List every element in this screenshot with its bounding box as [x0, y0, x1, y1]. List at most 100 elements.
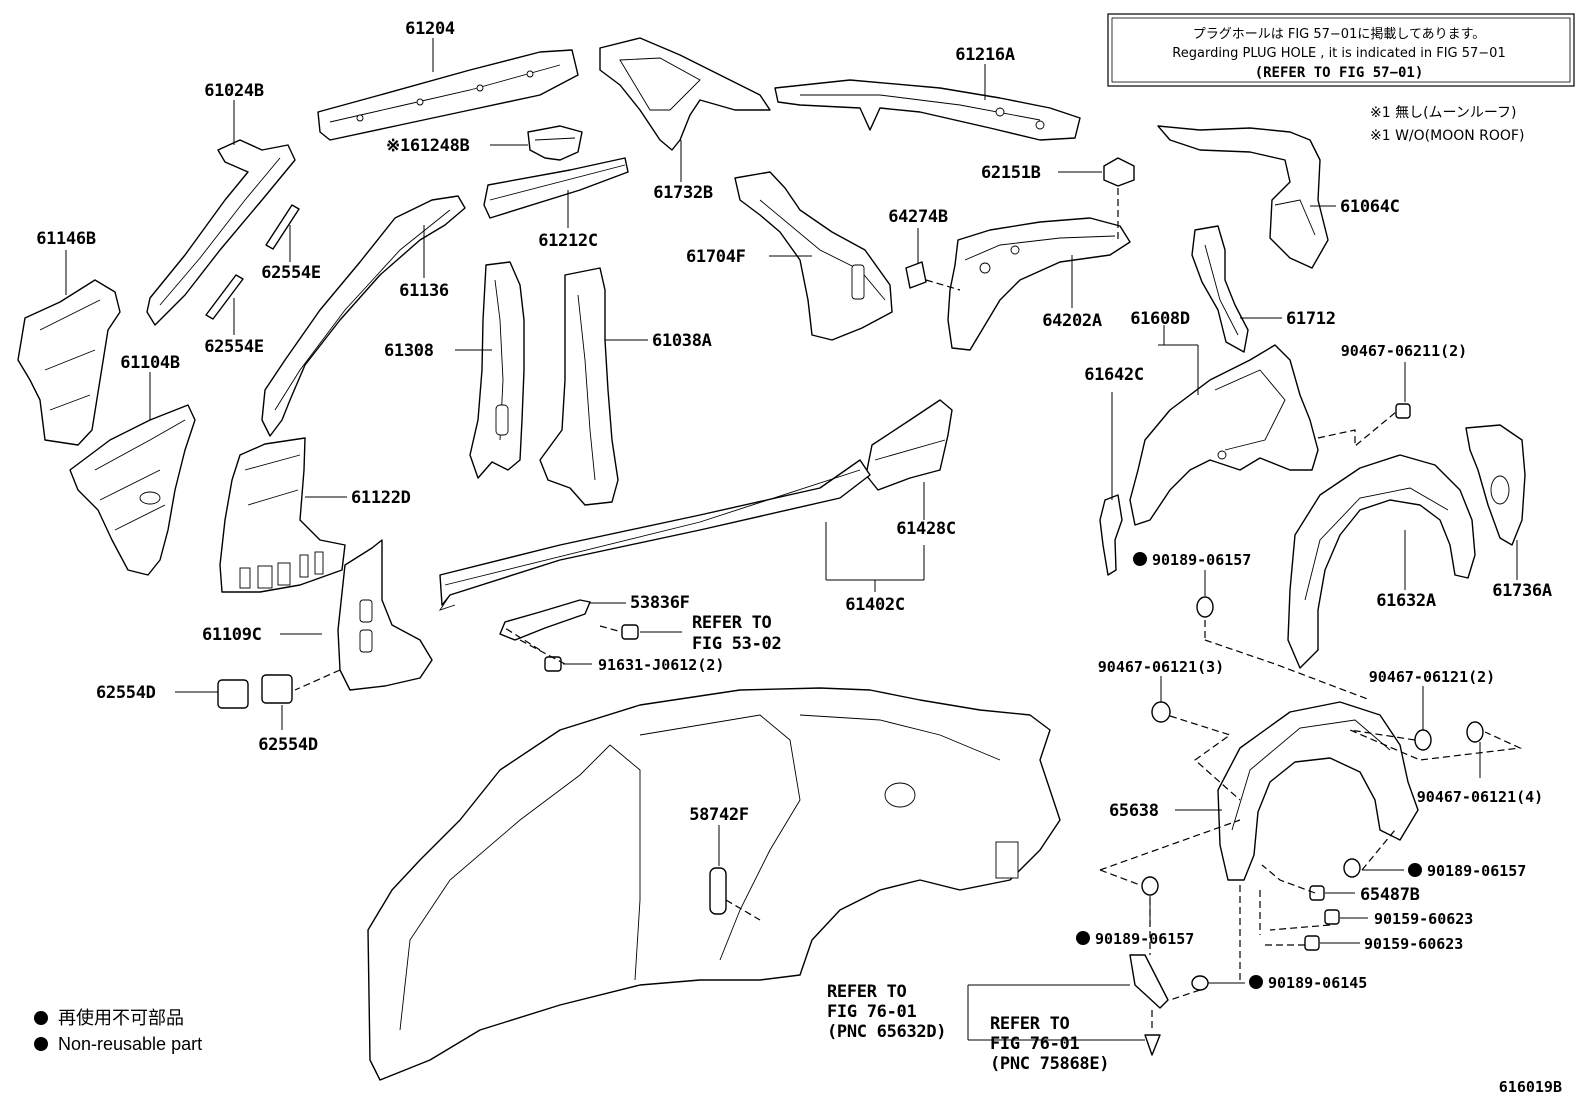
- label-53836F: 53836F: [630, 593, 690, 613]
- label-refer-53-line2: FIG 53-02: [692, 634, 781, 654]
- label-61064C: 61064C: [1340, 197, 1400, 217]
- clip-90467-06121-2: [1414, 729, 1432, 751]
- label-refer-76b-line1: REFER TO: [990, 1014, 1070, 1034]
- label-61024B: 61024B: [204, 81, 264, 101]
- part-65638-shape: [1217, 701, 1419, 881]
- label-61136: 61136: [399, 281, 449, 301]
- screw-65487B: [1309, 885, 1325, 901]
- bolt-91631-shape: [544, 656, 562, 672]
- part-65632D-shape: [1129, 954, 1169, 1009]
- screw-90159-60623-b: [1304, 935, 1320, 951]
- label-61402C: 61402C: [845, 595, 905, 615]
- label-90189-06145: 90189-06145: [1268, 974, 1367, 992]
- clip-90189-06157-b: [1343, 858, 1361, 878]
- label-61608D: 61608D: [1130, 309, 1190, 329]
- part-62554E-upper-shape: [265, 204, 300, 250]
- legend-jp: 再使用不可部品: [58, 1008, 184, 1028]
- nonreusable-mark-90189-06157-b: [1408, 863, 1422, 877]
- label-64274B: 64274B: [888, 207, 948, 227]
- label-90467-06121-4: 90467-06121(4): [1417, 788, 1543, 806]
- nonreusable-mark-90189-06157-a: [1133, 552, 1147, 566]
- part-61024B-shape: [146, 139, 296, 326]
- label-64202A: 64202A: [1042, 311, 1102, 331]
- note-line-jp: プラグホールは FIG 57−01に掲載してあります。: [1193, 26, 1486, 42]
- label-61428C: 61428C: [896, 519, 956, 539]
- part-labels: 61204 61216A 61024B ※161248B 62151B 6106…: [36, 19, 1552, 1074]
- label-62554E-2: 62554E: [204, 337, 264, 357]
- part-62151B-shape: [1103, 157, 1135, 187]
- part-61402C-shape: [438, 459, 871, 611]
- label-90159-60623-b: 90159-60623: [1364, 935, 1463, 953]
- part-61642C-shape: [1099, 494, 1123, 576]
- part-61608D-shape: [1129, 344, 1319, 526]
- part-61704F-shape: [734, 171, 893, 341]
- label-61704F: 61704F: [686, 247, 746, 267]
- part-61632A-shape: [1287, 454, 1476, 669]
- part-61064C-shape: [1157, 125, 1329, 269]
- part-62554E-lower-shape: [205, 274, 244, 320]
- legend-bullet-jp: [34, 1011, 48, 1025]
- label-61204: 61204: [405, 19, 455, 39]
- part-62554D-a-shape: [217, 679, 249, 709]
- label-refer-76a-line3: (PNC 65632D): [827, 1022, 946, 1042]
- label-61038A: 61038A: [652, 331, 712, 351]
- part-75868E-shape: [1144, 1034, 1161, 1056]
- part-90467-06211-shape: [1395, 403, 1411, 419]
- note-line-ref: (REFER TO FIG 57−01): [1255, 65, 1424, 81]
- label-61308: 61308: [384, 341, 434, 361]
- part-61712-shape: [1191, 225, 1249, 353]
- part-61308-shape: [469, 261, 525, 479]
- label-90467-06211: 90467-06211(2): [1341, 342, 1467, 360]
- plug-hole-note: プラグホールは FIG 57−01に掲載してあります。 Regarding PL…: [1107, 13, 1575, 87]
- part-61109C-shape: [337, 539, 433, 691]
- label-61212C: 61212C: [538, 231, 598, 251]
- dashed-guides: [294, 188, 1523, 1032]
- label-61712: 61712: [1286, 309, 1336, 329]
- part-61146B-shape: [17, 279, 121, 446]
- legend-bullet-en: [34, 1037, 48, 1051]
- label-refer-53-line1: REFER TO: [692, 613, 772, 633]
- nonreusable-mark-90189-06145: [1249, 975, 1263, 989]
- label-90189-06157-c: 90189-06157: [1095, 930, 1194, 948]
- note-line-en: Regarding PLUG HOLE , it is indicated in…: [1172, 46, 1505, 61]
- part-61122D-shape: [219, 437, 346, 593]
- screw-90159-60623-a: [1324, 909, 1340, 925]
- part-61204-shape: [317, 49, 579, 141]
- label-refer-76b-line2: FIG 76-01: [990, 1034, 1079, 1054]
- part-61104B-shape: [69, 404, 196, 576]
- label-91631-J0612: 91631-J0612(2): [598, 656, 724, 674]
- figure-id: 616019B: [1499, 1078, 1562, 1096]
- legend-en: Non-reusable part: [58, 1034, 202, 1054]
- clip-90189-06145: [1191, 975, 1209, 991]
- part-61136-shape: [261, 195, 466, 437]
- clip-90189-06157-a: [1196, 596, 1214, 618]
- legend: 再使用不可部品 Non-reusable part: [34, 1008, 202, 1054]
- label-61642C: 61642C: [1084, 365, 1144, 385]
- label-90467-06121-3: 90467-06121(3): [1098, 658, 1224, 676]
- label-61248B: ※161248B: [386, 136, 470, 156]
- clip-90189-06157-c: [1141, 876, 1159, 896]
- label-62554D-2: 62554D: [258, 735, 318, 755]
- label-62151B: 62151B: [981, 163, 1041, 183]
- label-90189-06157-b: 90189-06157: [1427, 862, 1526, 880]
- part-64274B-shape: [905, 261, 927, 289]
- label-65638: 65638: [1109, 801, 1159, 821]
- remark-jp: ※1 無し(ムーンルーフ): [1370, 105, 1516, 121]
- nonreusable-mark-90189-06157-c: [1076, 931, 1090, 945]
- leader-lines: [65, 38, 1518, 1041]
- label-62554D-1: 62554D: [96, 683, 156, 703]
- label-61146B: 61146B: [36, 229, 96, 249]
- clip-90467-06121-3: [1151, 701, 1171, 723]
- remark-en: ※1 W/O(MOON ROOF): [1370, 128, 1524, 144]
- part-64202A-shape: [947, 217, 1131, 351]
- part-53836F-shape: [499, 599, 591, 641]
- clip-90467-06121-4: [1466, 721, 1484, 743]
- part-61732B-shape: [599, 37, 771, 151]
- part-61038A-shape: [539, 267, 619, 506]
- label-refer-76a-line1: REFER TO: [827, 982, 907, 1002]
- label-58742F: 58742F: [689, 805, 749, 825]
- label-refer-76a-line2: FIG 76-01: [827, 1002, 916, 1022]
- label-62554E-1: 62554E: [261, 263, 321, 283]
- label-61122D: 61122D: [351, 488, 411, 508]
